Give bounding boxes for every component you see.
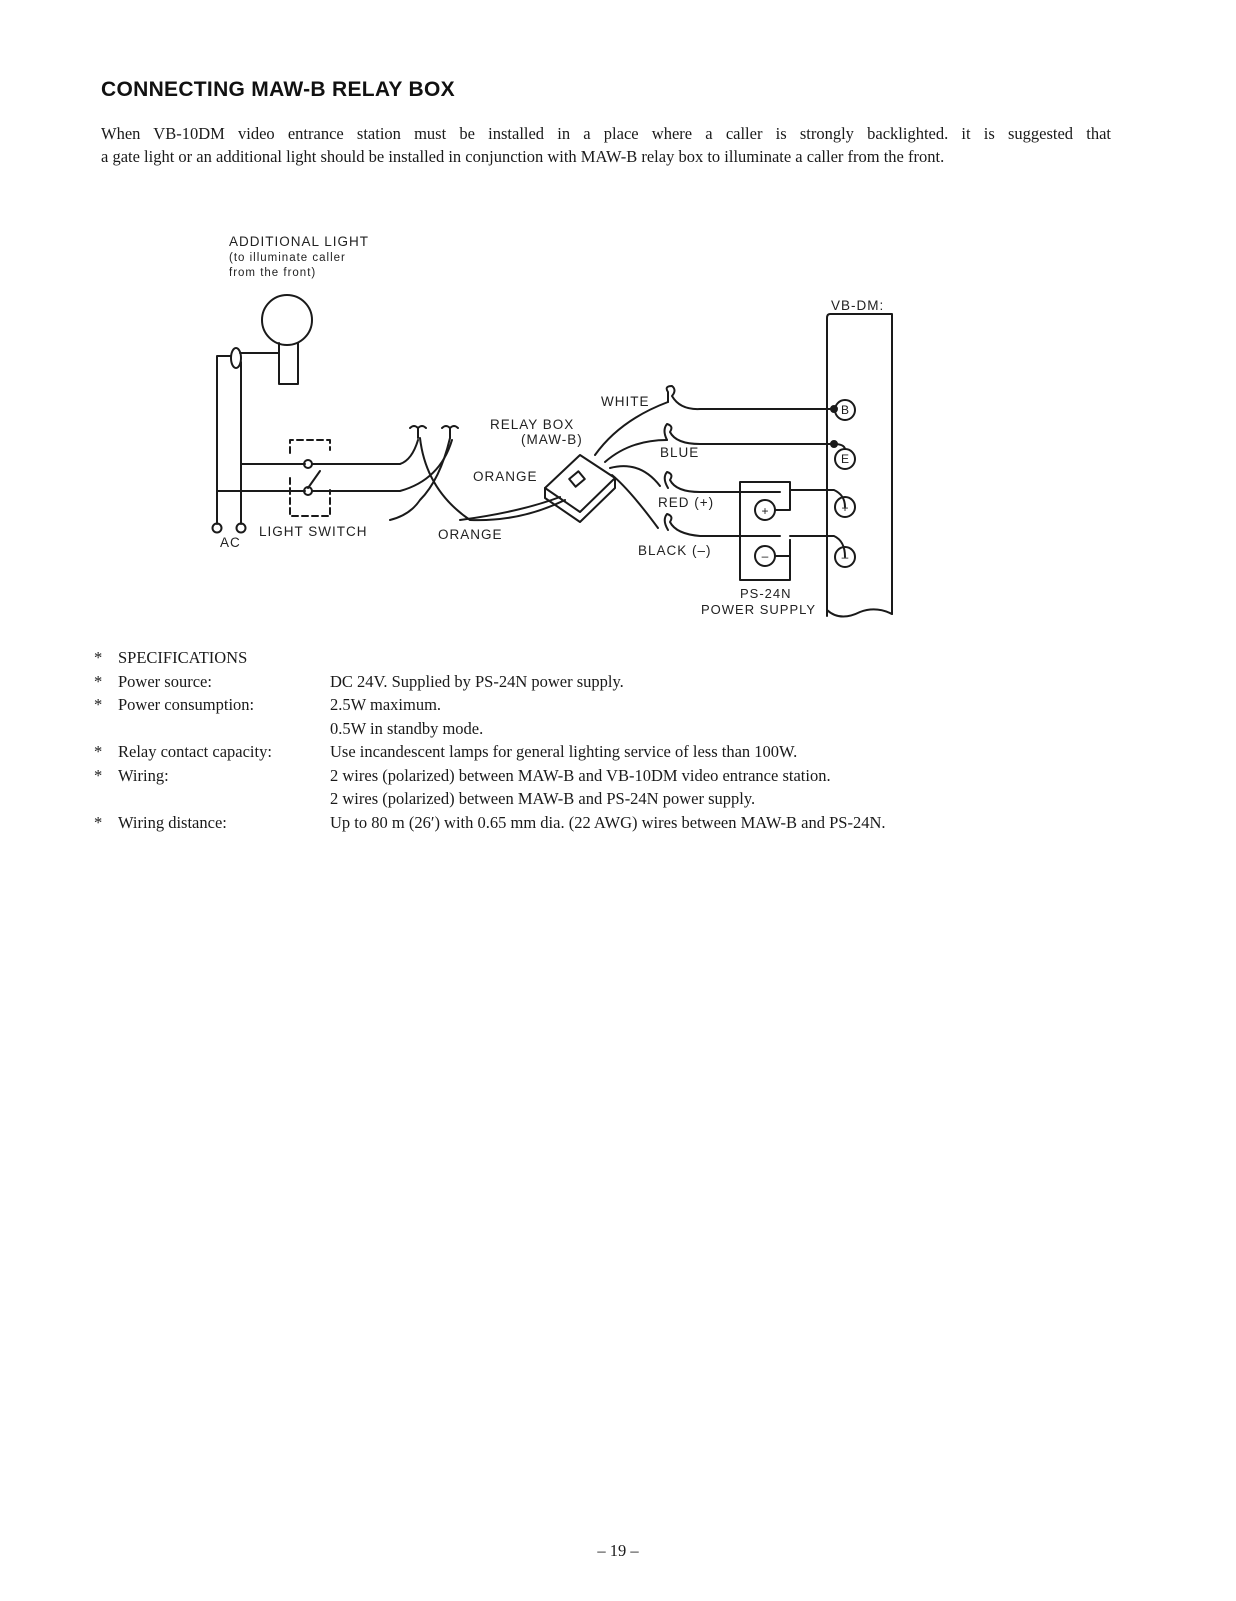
vbdm-plus-label: + bbox=[841, 501, 848, 515]
white-label: WHITE bbox=[601, 394, 650, 409]
spec-value: DC 24V. Supplied by PS-24N power supply. bbox=[330, 671, 624, 691]
spec-label: Power source: bbox=[118, 671, 212, 691]
bullet-star: * bbox=[94, 648, 103, 667]
spec-value: 0.5W in standby mode. bbox=[330, 718, 484, 738]
lamp-icon bbox=[216, 294, 313, 525]
ac-label: AC bbox=[220, 535, 241, 550]
spec-value: 2 wires (polarized) between MAW-B and PS… bbox=[330, 789, 756, 808]
relay-box-icon bbox=[544, 454, 616, 523]
intro-paragraph: When VB-10DM video entrance station must… bbox=[101, 122, 1111, 168]
wiring-diagram: B E + – + – ADDITIONAL LIGHT (to illumin… bbox=[211, 234, 893, 618]
relay-box-label: RELAY BOX bbox=[490, 417, 574, 432]
vbdm-label: VB-DM: bbox=[831, 298, 884, 313]
bullet-star: * bbox=[94, 695, 103, 714]
intro-line-2: a gate light or an additional light shou… bbox=[101, 147, 945, 166]
ps-model-label: PS-24N bbox=[740, 586, 792, 601]
intro-line-1: When VB-10DM video entrance station must… bbox=[101, 124, 1111, 143]
spec-value: Use incandescent lamps for general light… bbox=[330, 742, 798, 761]
orange-upper-label: ORANGE bbox=[473, 469, 538, 484]
blue-label: BLUE bbox=[660, 445, 699, 460]
page-title: CONNECTING MAW-B RELAY BOX bbox=[101, 78, 455, 101]
additional-light-note-1: (to illuminate caller bbox=[229, 252, 346, 264]
bullet-star: * bbox=[94, 742, 103, 761]
spec-value: 2 wires (polarized) between MAW-B and VB… bbox=[330, 765, 831, 785]
additional-light-note-2: from the front) bbox=[229, 267, 316, 279]
spec-value: Up to 80 m (26′) with 0.65 mm dia. (22 A… bbox=[330, 812, 886, 832]
bullet-star: * bbox=[94, 765, 103, 785]
bullet-star: * bbox=[94, 812, 103, 832]
relay-box-model-label: (MAW-B) bbox=[521, 432, 583, 447]
orange-lower-label: ORANGE bbox=[438, 527, 503, 542]
spec-value: 2.5W maximum. bbox=[330, 695, 442, 714]
ps-label: POWER SUPPLY bbox=[701, 602, 816, 617]
bullet-star: * bbox=[94, 671, 103, 691]
vb-dm-unit-icon bbox=[826, 313, 893, 618]
spec-label: Relay contact capacity: bbox=[118, 742, 272, 761]
spec-heading: SPECIFICATIONS bbox=[118, 648, 248, 667]
terminal-b-label: B bbox=[841, 403, 849, 417]
red-wire bbox=[609, 465, 781, 493]
ac-terminals-icon bbox=[211, 522, 247, 534]
black-label: BLACK (–) bbox=[638, 543, 712, 558]
orange-wires bbox=[389, 425, 566, 522]
vbdm-minus-label: – bbox=[842, 550, 849, 564]
spec-label: Power consumption: bbox=[118, 695, 255, 714]
spec-label: Wiring: bbox=[118, 765, 169, 785]
red-label: RED (+) bbox=[658, 495, 714, 510]
ps-minus-label: – bbox=[762, 549, 769, 563]
terminal-e-label: E bbox=[841, 452, 849, 466]
light-switch-label: LIGHT SWITCH bbox=[259, 524, 368, 539]
additional-light-label: ADDITIONAL LIGHT bbox=[229, 234, 369, 249]
page-number: – 19 – bbox=[597, 1541, 639, 1560]
black-wire bbox=[611, 474, 781, 537]
spec-label: Wiring distance: bbox=[118, 812, 227, 832]
blue-wire bbox=[604, 423, 838, 463]
ps-plus-label: + bbox=[761, 504, 768, 518]
power-supply-icon bbox=[739, 481, 846, 581]
